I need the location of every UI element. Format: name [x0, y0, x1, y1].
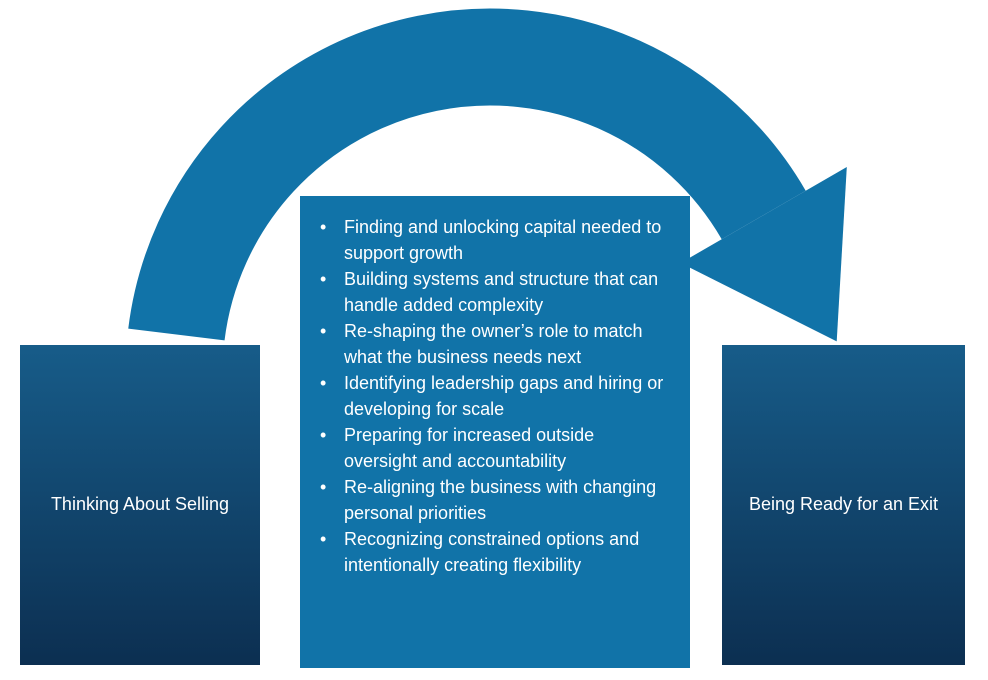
curved-arrow-icon — [128, 8, 847, 342]
list-item-text: Re-aligning the business with changing p… — [344, 477, 657, 523]
list-item: • Identifying leadership gaps and hiring … — [318, 370, 666, 422]
right-stage-box: Being Ready for an Exit — [722, 345, 965, 665]
list-item: • Building systems and structure that can… — [318, 266, 666, 318]
bullet-icon: • — [320, 373, 327, 393]
transition-bullet-list: • Finding and unlocking capital needed to… — [318, 214, 666, 578]
list-item-text: Identifying leadership gaps and hiring o… — [344, 373, 664, 419]
list-item: • Finding and unlocking capital needed to… — [318, 214, 666, 266]
list-item-text: Re-shaping the owner’s role to match wha… — [344, 321, 643, 367]
list-item-text: Building systems and structure that can … — [344, 269, 659, 315]
bullet-icon: • — [320, 217, 327, 237]
list-item-text: Recognizing constrained options and inte… — [344, 529, 640, 575]
arrow-arc — [128, 8, 806, 341]
list-item: • Preparing for increased outside oversig… — [318, 422, 666, 474]
list-item-text: Finding and unlocking capital needed to … — [344, 217, 662, 263]
list-item: • Re-aligning the business with changing … — [318, 474, 666, 526]
bullet-icon: • — [320, 477, 327, 497]
arrow-head-icon — [680, 167, 847, 342]
bullet-icon: • — [320, 425, 327, 445]
bullet-icon: • — [320, 529, 327, 549]
list-item: • Recognizing constrained options and int… — [318, 526, 666, 578]
list-item: • Re-shaping the owner’s role to match wh… — [318, 318, 666, 370]
center-list-box: • Finding and unlocking capital needed to… — [300, 196, 690, 668]
list-item-text: Preparing for increased outside oversigh… — [344, 425, 595, 471]
right-stage-label: Being Ready for an Exit — [748, 494, 939, 515]
bullet-icon: • — [320, 269, 327, 289]
bullet-icon: • — [320, 321, 327, 341]
left-stage-label: Thinking About Selling — [50, 494, 230, 515]
left-stage-box: Thinking About Selling — [20, 345, 260, 665]
